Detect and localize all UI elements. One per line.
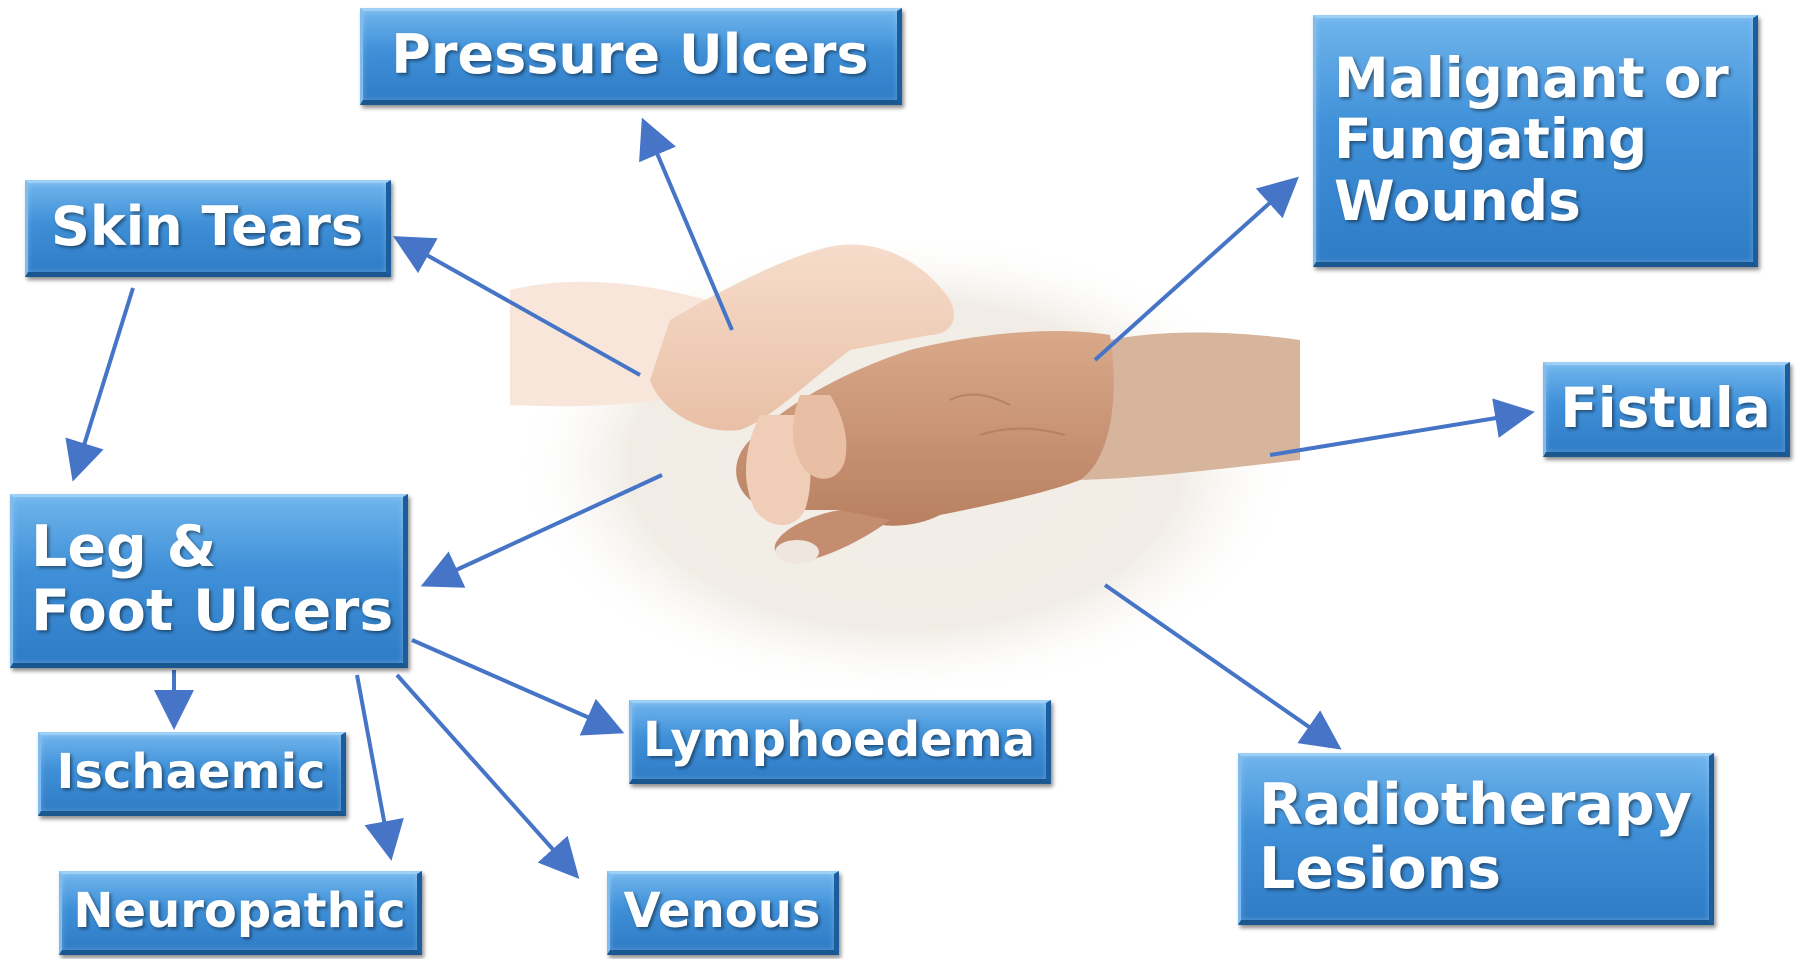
node-neuropathic: Neuropathic: [59, 871, 422, 955]
arrow-to-malignant: [1095, 182, 1293, 360]
node-label-line-2: Lesions: [1259, 838, 1501, 902]
node-label-line-2: Fungating: [1334, 109, 1647, 171]
arrow-to-radiotherapy: [1105, 585, 1335, 745]
node-label-line-1: Radiotherapy: [1259, 774, 1692, 838]
node-label: Ischaemic: [57, 746, 326, 800]
arrow-to-skin-tears: [400, 240, 640, 375]
arrow-to-fistula: [1270, 413, 1527, 455]
node-label: Neuropathic: [73, 885, 405, 939]
node-pressure-ulcers: Pressure Ulcers: [360, 8, 902, 105]
node-skin-tears: Skin Tears: [25, 180, 391, 277]
node-leg-foot-ulcers: Leg & Foot Ulcers: [10, 494, 408, 668]
node-label: Skin Tears: [51, 197, 363, 257]
arrow-leg-to-lymphoedema: [412, 640, 617, 730]
node-lymphoedema: Lymphoedema: [629, 700, 1051, 784]
node-label: Venous: [624, 885, 821, 939]
node-label-line-1: Malignant or: [1334, 48, 1729, 110]
arrow-to-leg-foot-ulcers: [428, 475, 662, 583]
node-ischaemic: Ischaemic: [38, 732, 346, 816]
node-venous: Venous: [607, 871, 839, 955]
arrow-leg-to-venous: [397, 675, 574, 873]
arrow-leg-to-neuropathic: [357, 675, 390, 853]
node-label-line-2: Foot Ulcers: [31, 580, 393, 644]
arrow-skin-tears-to-leg: [75, 288, 133, 474]
node-label: Fistula: [1560, 378, 1771, 440]
node-label: Lymphoedema: [643, 714, 1035, 768]
node-label-line-1: Leg &: [31, 516, 216, 580]
node-fistula: Fistula: [1543, 362, 1790, 457]
node-radiotherapy-lesions: Radiotherapy Lesions: [1238, 753, 1714, 925]
arrow-to-pressure-ulcers: [645, 125, 732, 330]
node-label: Pressure Ulcers: [391, 25, 868, 85]
node-malignant-fungating-wounds: Malignant or Fungating Wounds: [1313, 15, 1758, 267]
node-label-line-3: Wounds: [1334, 171, 1581, 233]
